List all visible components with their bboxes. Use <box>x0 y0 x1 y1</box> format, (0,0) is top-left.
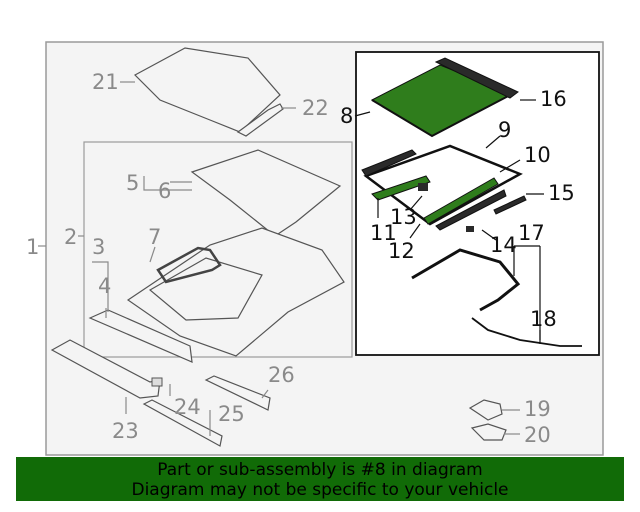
side-rail-14 <box>423 177 499 225</box>
cable-18 <box>471 317 582 347</box>
callout-18: 18 <box>530 307 557 331</box>
callout-14: 14 <box>490 233 517 257</box>
header-clip <box>151 377 163 387</box>
roof-frame-seal <box>156 246 222 284</box>
side-rail-11 <box>361 149 417 177</box>
callout-17: 17 <box>518 221 545 245</box>
callout-7: 7 <box>148 225 161 249</box>
drain-hose-17 <box>411 248 521 312</box>
callout-3: 3 <box>92 235 105 259</box>
callout-5: 5 <box>126 171 139 195</box>
callout-2: 2 <box>64 225 77 249</box>
side-rail-12 <box>371 175 431 201</box>
bracket-13 <box>418 183 428 191</box>
part-info-banner: Part or sub-assembly is #8 in diagram Di… <box>16 457 624 501</box>
callout-25: 25 <box>218 402 245 426</box>
callout-19: 19 <box>524 397 551 421</box>
callout-4: 4 <box>98 274 111 298</box>
callout-1: 1 <box>26 235 39 259</box>
headliner-panel <box>190 149 342 237</box>
track-frame <box>363 144 523 226</box>
callout-13: 13 <box>390 205 417 229</box>
callout-16: 16 <box>540 87 567 111</box>
sunroof-motor-19 <box>468 399 503 421</box>
roof-panel <box>134 47 281 133</box>
rail-15 <box>493 195 527 215</box>
callout-24: 24 <box>174 395 201 419</box>
callout-15: 15 <box>548 181 575 205</box>
roof-frame <box>126 227 345 357</box>
rail-14-lower <box>435 189 507 231</box>
callout-8: 8 <box>340 104 353 128</box>
callout-10: 10 <box>524 143 551 167</box>
assembly-frame <box>83 141 353 358</box>
sunshade-roller <box>434 57 519 99</box>
callout-11: 11 <box>370 221 397 245</box>
callout-26: 26 <box>268 363 295 387</box>
callout-12: 12 <box>388 239 415 263</box>
banner-line-2: Diagram may not be specific to your vehi… <box>131 480 509 500</box>
sunroof-glass-frame <box>371 93 513 138</box>
callout-22: 22 <box>302 96 329 120</box>
callout-23: 23 <box>112 419 139 443</box>
callout-21: 21 <box>92 70 119 94</box>
roof-frame-opening <box>148 257 263 321</box>
rear-trim-piece <box>204 375 271 411</box>
sunroof-motor-20 <box>470 423 507 441</box>
roof-rail-strip <box>236 103 284 137</box>
callout-20: 20 <box>524 423 551 447</box>
reinforcement-bar <box>142 399 223 447</box>
bracket-14 <box>466 226 474 232</box>
front-bow-trim <box>88 309 193 363</box>
callout-9: 9 <box>498 118 511 142</box>
banner-line-1: Part or sub-assembly is #8 in diagram <box>157 460 483 480</box>
callout-6: 6 <box>158 179 171 203</box>
